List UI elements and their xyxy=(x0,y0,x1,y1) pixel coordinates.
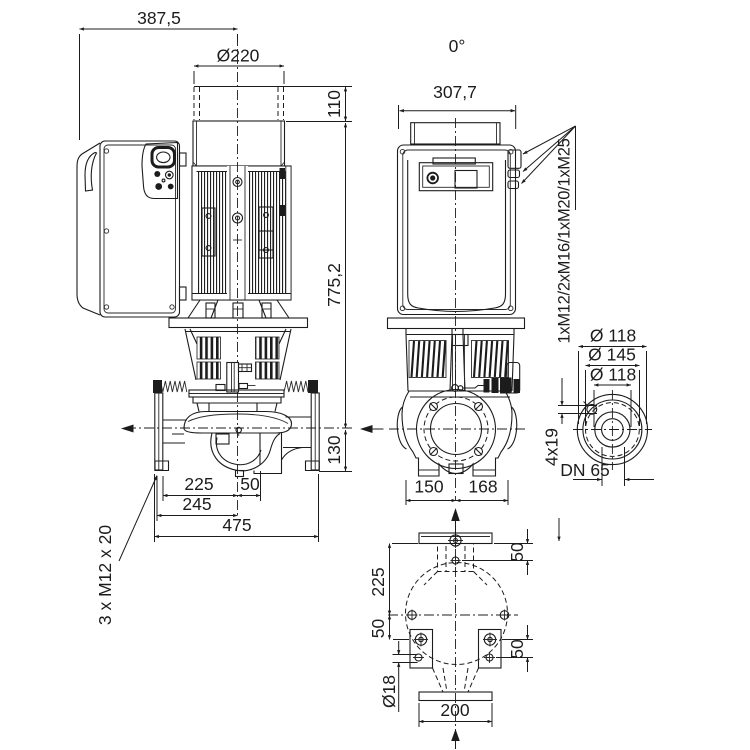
svg-text:3 x M12 x 20: 3 x M12 x 20 xyxy=(95,525,115,625)
svg-text:225: 225 xyxy=(184,474,213,494)
svg-text:Ø18: Ø18 xyxy=(379,675,399,708)
svg-text:50: 50 xyxy=(507,639,527,659)
svg-text:245: 245 xyxy=(182,494,211,514)
svg-text:130: 130 xyxy=(324,435,344,464)
svg-text:387,5: 387,5 xyxy=(137,8,181,28)
svg-text:Ø 118: Ø 118 xyxy=(590,326,636,346)
svg-text:4x19: 4x19 xyxy=(542,428,562,466)
svg-text:307,7: 307,7 xyxy=(433,82,477,102)
svg-text:200: 200 xyxy=(440,700,469,720)
svg-text:475: 475 xyxy=(222,515,251,535)
svg-text:1xM12/2xM16/1xM20/1xM25: 1xM12/2xM16/1xM20/1xM25 xyxy=(556,138,574,343)
svg-text:110: 110 xyxy=(324,90,344,118)
svg-text:50: 50 xyxy=(368,619,388,639)
svg-text:50: 50 xyxy=(240,474,260,494)
svg-text:DN 65: DN 65 xyxy=(560,460,610,480)
svg-text:225: 225 xyxy=(368,567,388,596)
svg-text:150: 150 xyxy=(414,477,443,497)
svg-text:168: 168 xyxy=(468,477,497,497)
svg-text:Ø 118: Ø 118 xyxy=(590,365,636,385)
svg-text:50: 50 xyxy=(507,542,527,562)
svg-text:Ø 145: Ø 145 xyxy=(588,345,636,365)
svg-text:Ø220: Ø220 xyxy=(217,46,260,66)
svg-text:775,2: 775,2 xyxy=(324,263,344,307)
svg-text:0°: 0° xyxy=(449,36,466,56)
